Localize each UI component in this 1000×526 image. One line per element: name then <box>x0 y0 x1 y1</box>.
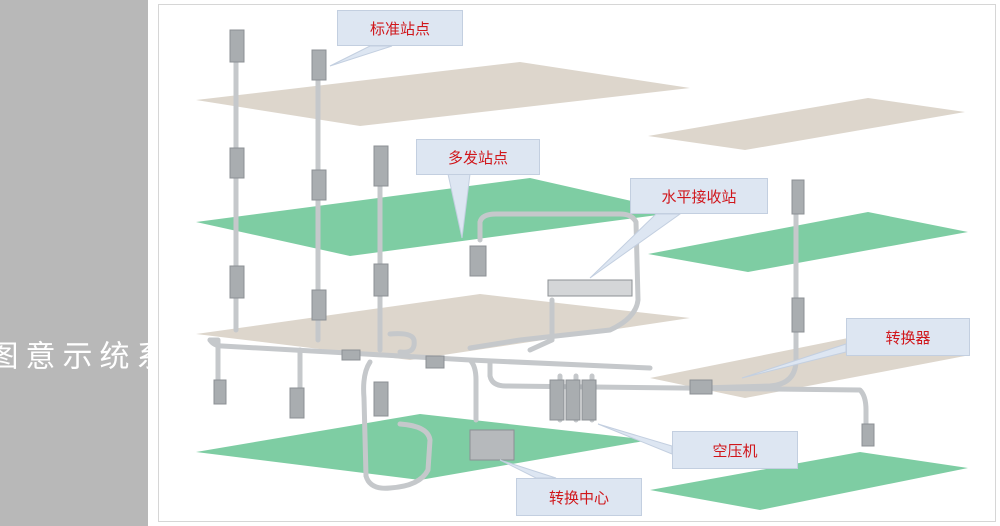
callout-air-compressor: 空压机 <box>672 431 798 469</box>
callout-standard-station: 标准站点 <box>337 10 463 46</box>
callout-conversion-center: 转换中心 <box>516 478 642 516</box>
floor-plate-top-left <box>196 62 690 126</box>
callout-multi-send-station: 多发站点 <box>416 139 540 175</box>
station-boxes <box>213 29 875 461</box>
floor-plate-top-right <box>648 98 965 150</box>
floor-plate-green-lower-right <box>650 452 968 510</box>
floor-plate-green-lower-left <box>196 414 650 480</box>
floor-plate-green-upper-right <box>648 212 968 272</box>
callout-horizontal-receive-station: 水平接收站 <box>630 178 768 214</box>
callout-converter: 转换器 <box>846 318 970 356</box>
floor-plate-green-upper-left <box>196 178 680 256</box>
callout-pointers <box>329 45 847 479</box>
floor-plate-beige-middle <box>196 294 690 360</box>
